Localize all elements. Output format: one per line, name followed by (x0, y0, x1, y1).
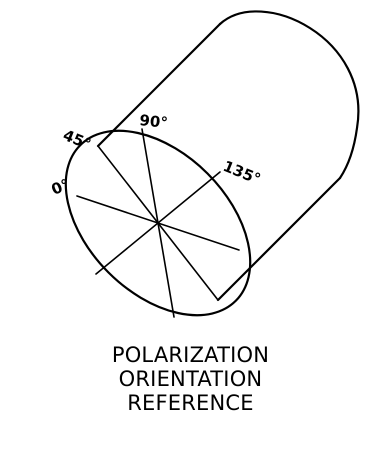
cylinder-bottom-edge (216, 176, 342, 302)
caption: POLARIZATION ORIENTATION REFERENCE (0, 343, 381, 415)
caption-line-2: ORIENTATION (118, 367, 263, 391)
caption-line-1: POLARIZATION (111, 343, 270, 367)
cylinder-body (96, 10, 360, 302)
front-face-ellipse (64, 129, 252, 317)
angle-label-90: 90° (139, 111, 169, 132)
orientation-spokes (76, 128, 240, 318)
cylinder-far-end-arc (218, 10, 360, 180)
angle-label-45: 45° (61, 126, 94, 153)
angle-label-0: 0° (49, 175, 72, 198)
caption-line-3: REFERENCE (127, 391, 254, 415)
angle-label-135: 135° (221, 157, 264, 188)
cylinder-top-edge (96, 22, 222, 148)
spoke-135-deg (95, 171, 221, 275)
